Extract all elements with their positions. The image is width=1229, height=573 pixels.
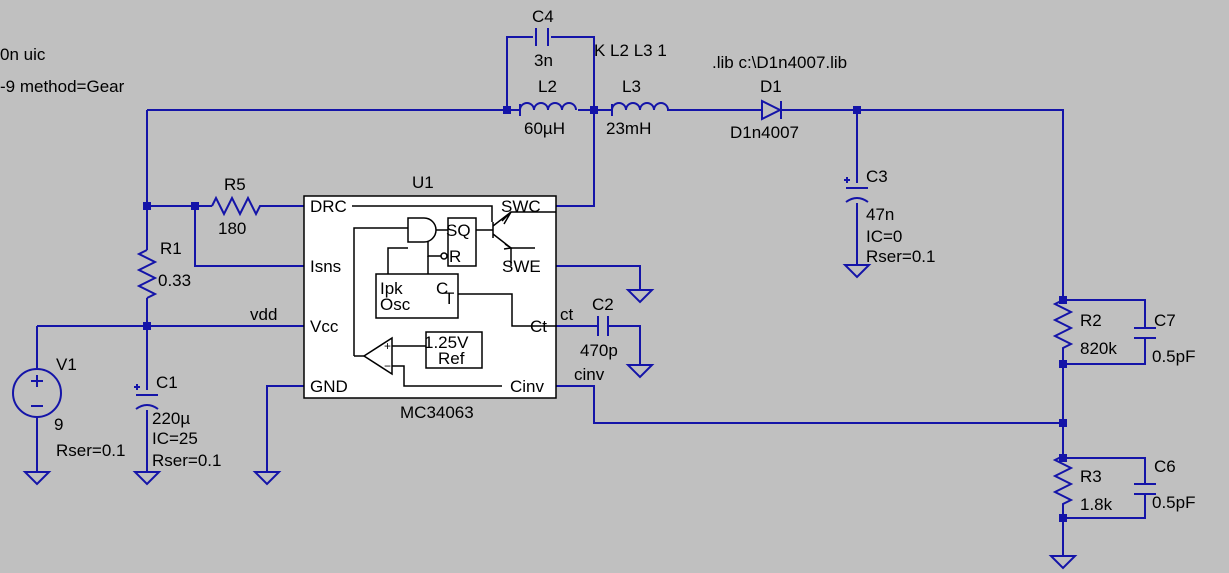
ground-c2 bbox=[625, 364, 655, 379]
c1-value: 220µ bbox=[152, 409, 190, 428]
r1-name: R1 bbox=[160, 239, 182, 258]
c1-name: C1 bbox=[156, 373, 178, 392]
pin-isns: Isns bbox=[310, 257, 341, 276]
r2-name: R2 bbox=[1080, 311, 1102, 330]
c3-ic: IC=0 bbox=[866, 227, 902, 246]
inductor-l2[interactable]: L2 60µH bbox=[519, 77, 577, 138]
c3-rser: Rser=0.1 bbox=[866, 247, 935, 266]
v1-value: 9 bbox=[54, 415, 63, 434]
c7-name: C7 bbox=[1154, 311, 1176, 330]
ref-label: Ref bbox=[438, 349, 465, 368]
net-label-ct: ct bbox=[560, 305, 574, 324]
osc-osc: Osc bbox=[380, 295, 411, 314]
pin-swe: SWE bbox=[502, 257, 541, 276]
l3-name: L3 bbox=[622, 77, 641, 96]
svg-text:+: + bbox=[384, 339, 391, 353]
wires bbox=[36, 36, 1146, 556]
c2-name: C2 bbox=[592, 295, 614, 314]
r3-value: 1.8k bbox=[1080, 495, 1113, 514]
r5-name: R5 bbox=[224, 175, 246, 194]
ground-v1 bbox=[22, 471, 52, 486]
pin-cinv: Cinv bbox=[510, 377, 545, 396]
c6-value: 0.5pF bbox=[1152, 493, 1195, 512]
pin-vcc: Vcc bbox=[310, 317, 339, 336]
c3-value: 47n bbox=[866, 205, 894, 224]
r2-value: 820k bbox=[1080, 339, 1117, 358]
latch-r: R bbox=[449, 247, 461, 266]
resistor-r1[interactable]: R1 0.33 bbox=[136, 239, 191, 299]
capacitor-c7[interactable]: C7 0.5pF bbox=[1134, 311, 1195, 366]
r5-value: 180 bbox=[218, 219, 246, 238]
ground-c3 bbox=[842, 264, 872, 279]
c1-ic: IC=25 bbox=[152, 429, 198, 448]
ic-internal: SQ R Ipk Osc C T bbox=[352, 205, 556, 387]
net-label-cinv: cinv bbox=[574, 365, 605, 384]
options-directive[interactable]: -9 method=Gear bbox=[0, 77, 125, 96]
lib-directive[interactable]: .lib c:\D1n4007.lib bbox=[712, 53, 847, 72]
capacitor-c4[interactable]: C4 3n bbox=[532, 7, 554, 70]
l3-value: 23mH bbox=[606, 119, 651, 138]
capacitor-c1[interactable]: C1 220µ IC=25 Rser=0.1 bbox=[134, 373, 221, 470]
capacitor-c3[interactable]: C3 47n IC=0 Rser=0.1 bbox=[844, 167, 935, 266]
coupling-directive[interactable]: K L2 L3 1 bbox=[594, 41, 667, 60]
d1-value: D1n4007 bbox=[730, 123, 799, 142]
capacitor-c2[interactable]: C2 470p bbox=[580, 295, 618, 360]
net-label-vdd: vdd bbox=[250, 305, 277, 324]
ic-u1[interactable]: U1 MC34063 DRC Isns Vcc GND SWC SWE Ct C… bbox=[303, 173, 557, 422]
ground-swe bbox=[625, 289, 655, 304]
v1-name: V1 bbox=[56, 355, 77, 374]
r1-value: 0.33 bbox=[158, 271, 191, 290]
resistor-r5[interactable]: R5 180 bbox=[211, 175, 262, 238]
tran-directive[interactable]: 0n uic bbox=[0, 45, 46, 64]
c3-name: C3 bbox=[866, 167, 888, 186]
pin-drc: DRC bbox=[310, 197, 347, 216]
junction-dots bbox=[143, 106, 1067, 522]
ground-divider bbox=[1048, 555, 1078, 570]
c7-value: 0.5pF bbox=[1152, 347, 1195, 366]
l2-name: L2 bbox=[538, 77, 557, 96]
r3-name: R3 bbox=[1080, 467, 1102, 486]
d1-name: D1 bbox=[760, 77, 782, 96]
c4-value: 3n bbox=[534, 51, 553, 70]
pin-swc: SWC bbox=[501, 197, 541, 216]
c2-value: 470p bbox=[580, 341, 618, 360]
resistor-r3[interactable]: R3 1.8k bbox=[1052, 455, 1113, 518]
ground-c1 bbox=[132, 471, 162, 486]
resistor-r2[interactable]: R2 820k bbox=[1052, 299, 1117, 360]
l2-value: 60µH bbox=[524, 119, 565, 138]
v1-rser: Rser=0.1 bbox=[56, 441, 125, 460]
ic-part: MC34063 bbox=[400, 403, 474, 422]
diode-d1[interactable]: D1 D1n4007 bbox=[730, 77, 799, 142]
pin-gnd: GND bbox=[310, 377, 348, 396]
c6-name: C6 bbox=[1154, 457, 1176, 476]
latch-sq: SQ bbox=[446, 221, 471, 240]
ref-voltage: 1.25V bbox=[424, 333, 469, 352]
ic-ref: U1 bbox=[412, 173, 434, 192]
osc-ipk: Ipk bbox=[380, 279, 403, 298]
svg-text:−: − bbox=[384, 359, 391, 373]
inductor-l3[interactable]: L3 23mH bbox=[606, 77, 669, 138]
ground-symbols bbox=[22, 264, 1078, 570]
voltage-source-v1[interactable]: V1 9 Rser=0.1 bbox=[12, 355, 125, 460]
c1-rser: Rser=0.1 bbox=[152, 451, 221, 470]
osc-c: C bbox=[436, 279, 448, 298]
ground-gnd-pin bbox=[252, 471, 282, 486]
osc-t: T bbox=[444, 289, 454, 308]
capacitor-c6[interactable]: C6 0.5pF bbox=[1134, 457, 1195, 512]
c4-name: C4 bbox=[532, 7, 554, 26]
